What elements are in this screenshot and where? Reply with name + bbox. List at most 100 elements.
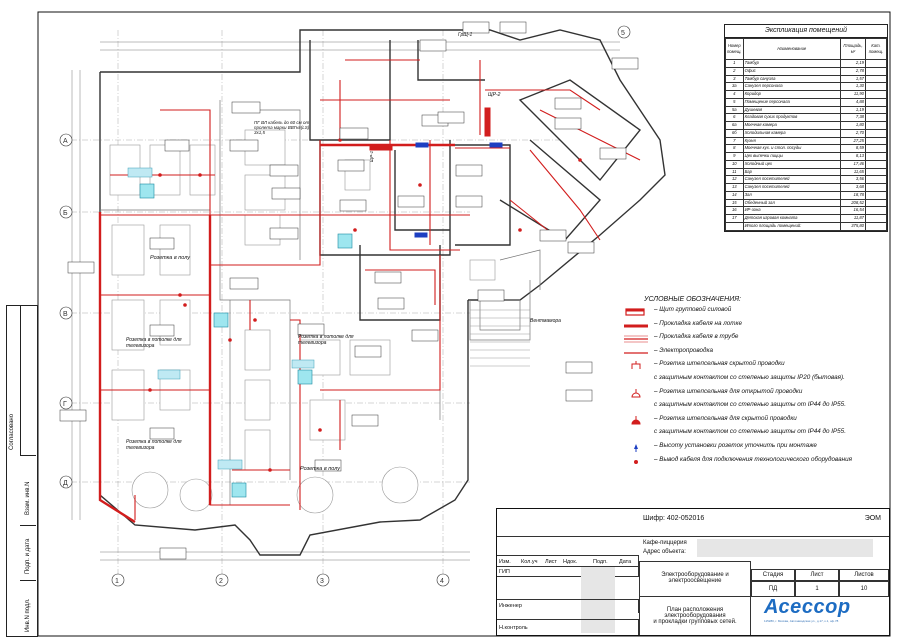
- row-number: 3: [725, 74, 744, 84]
- row-number: 6: [725, 113, 744, 122]
- row-area: 2,78: [840, 66, 866, 76]
- legend-text: – Щит групповой силовой: [654, 306, 732, 313]
- col-izm: Изм.: [499, 559, 511, 565]
- row-category: [865, 90, 887, 99]
- row-category: [865, 121, 887, 130]
- col-name: Наименование: [742, 38, 842, 60]
- outlet-ceiling-label-3: Розетка в потолке для телевизора: [298, 334, 354, 346]
- sheets-value: 10: [860, 586, 868, 592]
- legend-text: с защитным контактом со степенью защиты …: [654, 373, 845, 381]
- row-name: Душевая: [742, 105, 842, 115]
- outlet-floor-label-2: Розетка в полу: [300, 466, 341, 472]
- row-number: 6а: [725, 121, 744, 130]
- legend-text: – Розетка штепсельная скрытой проводки: [654, 360, 785, 368]
- row-name: Детская игровая комната: [742, 214, 842, 223]
- col-number: Номер помещ.: [725, 38, 744, 60]
- axis-label-b: Б: [63, 210, 68, 217]
- panel-label-shchr2: ЩР-2: [488, 92, 501, 98]
- axis-label-d: Д: [63, 480, 68, 487]
- sheets-header: Листов: [854, 572, 874, 578]
- col-category: Кат. помещ.: [865, 38, 887, 60]
- row-area: 11,65: [840, 167, 866, 177]
- redacted-signatures: [581, 567, 615, 633]
- row-category: [865, 66, 887, 76]
- row-category: [865, 221, 887, 231]
- row-category: [865, 214, 887, 223]
- row-number: 8: [725, 144, 744, 153]
- row-number: 10: [725, 159, 744, 169]
- legend-symbol-socket1-icon: [622, 361, 650, 371]
- axis-label-2: 2: [219, 578, 223, 585]
- axis-label-5: 5: [621, 30, 625, 37]
- row-name: Цех выпечки пиццы: [742, 152, 842, 161]
- legend-symbol-tray-icon: [622, 321, 650, 331]
- row-area: 1,57: [840, 74, 866, 84]
- legend-text: с защитным контактом со степенью защиты …: [654, 428, 846, 436]
- panel-label-shchr1: ЩР-1: [369, 150, 375, 163]
- row-area: 3,68: [840, 183, 866, 192]
- row-category: [865, 167, 887, 177]
- row-category: [865, 113, 887, 122]
- legend-title: УСЛОВНЫЕ ОБОЗНАЧЕНИЯ:: [644, 296, 741, 303]
- row-area: 2,70: [840, 128, 866, 138]
- row-category: [865, 97, 887, 107]
- sheet-title-line-1: План расположения электрооборудования: [664, 607, 726, 619]
- axis-bubbles: А Б В Г Д 1 2 3 4 5: [59, 25, 631, 587]
- inner-partitions: [100, 100, 541, 505]
- legend-items: – Щит групповой силовой – Прокладка кабел…: [620, 306, 880, 469]
- axis-label-a: А: [63, 138, 68, 145]
- role-gip: ГИП: [499, 569, 510, 575]
- row-number: 17: [725, 214, 744, 223]
- row-name: Холодный цех: [742, 159, 842, 169]
- legend-text: – Розетка штепсельная для открытой прово…: [654, 387, 803, 395]
- row-number: 9: [725, 152, 744, 161]
- col-list: Лист: [545, 559, 557, 565]
- row-number: 7: [725, 136, 744, 146]
- row-number: 5: [725, 97, 744, 107]
- row-name: Тамбур: [742, 59, 842, 68]
- legend-item: с защитным контактом со степенью защиты …: [620, 401, 880, 415]
- floor-outlet-boxes: [139, 183, 353, 498]
- row-area: 208,52: [840, 198, 866, 208]
- row-name: Санузел посетителей: [742, 175, 842, 184]
- row-category: [865, 190, 887, 200]
- company-name: Асессор: [764, 596, 851, 618]
- explication-title: Экспликация помещений: [725, 25, 887, 38]
- row-number: 15: [725, 198, 744, 208]
- stage-value: ПД: [768, 586, 778, 592]
- row-area: 18,78: [840, 190, 866, 200]
- row-area: 4,88: [840, 97, 866, 107]
- sheet-title-line-2: и прокладки групповых сетей.: [653, 619, 737, 625]
- dimension-lines: [71, 41, 620, 561]
- legend-text: – Прокладка кабеля в трубе: [654, 333, 739, 341]
- row-name: Коридор: [742, 90, 842, 99]
- cipher: Шифр: 402-052016: [643, 515, 705, 522]
- row-area: 11,87: [840, 214, 866, 223]
- role-engineer: Инженер: [499, 603, 522, 609]
- row-name: Кладовая сухих продуктов: [742, 113, 842, 122]
- explication-row: Итого площадь помещений:375,80: [725, 221, 887, 231]
- row-name: Обеденный зал: [742, 198, 842, 208]
- redacted-address: [697, 539, 873, 557]
- row-area: 11,90: [840, 90, 866, 99]
- row-category: [865, 105, 887, 115]
- row-category: [865, 128, 887, 138]
- legend: УСЛОВНЫЕ ОБОЗНАЧЕНИЯ: – Щит групповой си…: [620, 296, 880, 469]
- object-name: Кафе-пиццерия: [643, 540, 687, 546]
- legend-text: – Розетка штепсельная для скрытой провод…: [654, 414, 797, 422]
- legend-symbol-socket2-icon: [622, 388, 650, 399]
